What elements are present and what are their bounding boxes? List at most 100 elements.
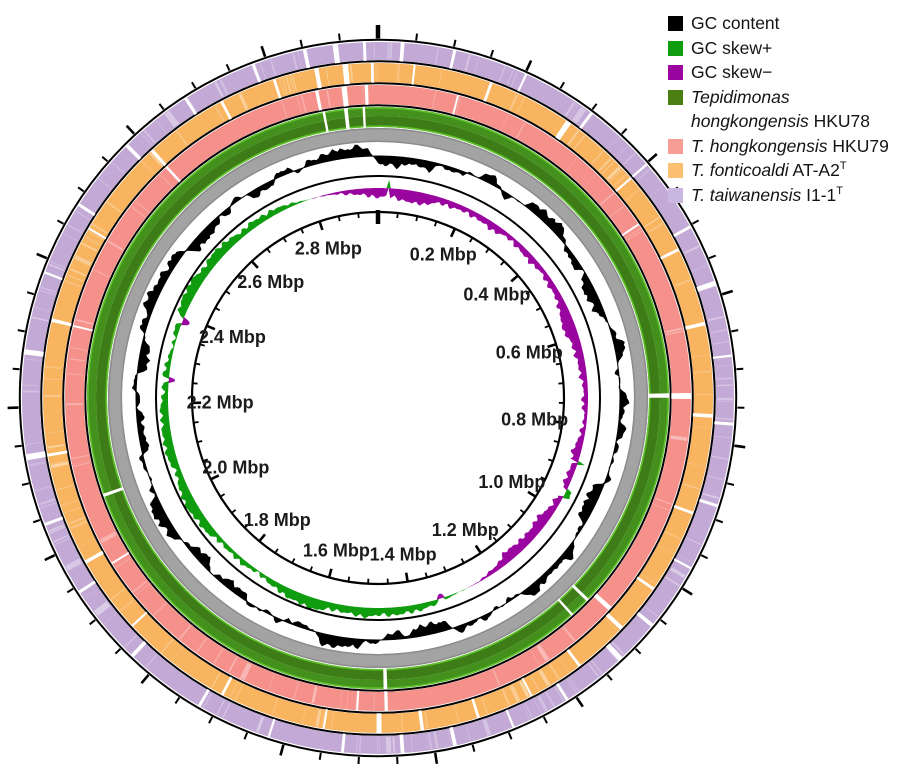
- striation: [346, 691, 349, 709]
- minor-tick: [469, 237, 474, 243]
- striation: [61, 499, 79, 507]
- striation: [132, 580, 147, 592]
- minor-tick: [507, 523, 512, 529]
- scale-label: 1.0 Mbp: [478, 472, 545, 492]
- minor-tick: [396, 212, 399, 219]
- ring-band: [22, 42, 734, 754]
- striation: [23, 384, 40, 387]
- light-patch: [74, 255, 92, 266]
- striation: [691, 264, 708, 272]
- skew-boundary-circle: [155, 175, 601, 621]
- light-patch: [670, 567, 686, 579]
- ring-gap: [362, 41, 367, 61]
- striation: [297, 52, 302, 68]
- ring-gap: [505, 709, 515, 729]
- striation: [428, 733, 433, 749]
- minor-tick: [114, 648, 122, 655]
- striation: [219, 79, 229, 95]
- striation: [78, 539, 95, 548]
- striation: [616, 145, 629, 158]
- striation: [665, 531, 681, 540]
- striation: [481, 697, 488, 714]
- striation: [702, 492, 719, 500]
- ring-gap: [571, 584, 590, 602]
- striation: [590, 150, 604, 165]
- striation: [229, 681, 239, 698]
- striation: [56, 484, 74, 491]
- light-patch: [572, 106, 587, 124]
- striation: [538, 695, 548, 711]
- hku78-bright-inner-edge: [105, 125, 651, 671]
- striation: [710, 328, 727, 334]
- striation: [69, 268, 86, 277]
- major-tick: [682, 587, 693, 596]
- minor-tick: [243, 732, 249, 740]
- striation: [202, 692, 213, 708]
- striation: [625, 189, 640, 201]
- striation: [268, 674, 275, 691]
- ring-gap: [376, 713, 382, 734]
- minor-tick: [193, 421, 199, 424]
- legend-item-fonticoaldi: T. fonticoaldi AT-A2T: [668, 158, 890, 183]
- major-tick: [318, 220, 324, 231]
- striation: [29, 461, 46, 467]
- striation: [68, 516, 85, 525]
- legend-text: GC skew+: [691, 37, 773, 58]
- striation: [81, 242, 98, 252]
- ring-separator-circle: [40, 60, 716, 736]
- hku78-outer-band: [87, 107, 669, 689]
- minor-tick: [471, 744, 476, 752]
- striation: [149, 153, 163, 167]
- striation: [355, 736, 359, 753]
- ring-gap: [165, 165, 181, 183]
- minor-tick: [26, 291, 35, 296]
- minor-tick: [692, 219, 700, 225]
- ring-gap: [340, 733, 346, 754]
- ring-gap: [78, 580, 96, 594]
- striation: [714, 435, 731, 439]
- striation: [71, 454, 89, 460]
- striation: [666, 330, 683, 336]
- striation: [655, 498, 672, 505]
- striation: [68, 358, 86, 362]
- striation: [389, 43, 393, 60]
- minor-tick: [453, 39, 457, 47]
- striation: [392, 736, 396, 753]
- ring-gap: [72, 324, 93, 332]
- striation: [278, 78, 286, 96]
- striation: [692, 354, 710, 358]
- ring-t-taiwanensis: [18, 38, 738, 758]
- striation: [39, 289, 56, 296]
- ring-gap: [197, 689, 210, 708]
- ring-gap: [267, 718, 276, 738]
- striation: [63, 233, 78, 242]
- striation: [285, 76, 292, 94]
- striation: [508, 93, 517, 110]
- minor-tick: [32, 519, 41, 524]
- major-tick: [553, 420, 563, 424]
- light-patch: [606, 166, 621, 181]
- striation: [641, 573, 656, 584]
- legend-text: GC skew−: [691, 62, 773, 82]
- striation: [707, 315, 724, 322]
- striation: [44, 411, 62, 413]
- ring-gap: [557, 598, 574, 617]
- striation: [251, 66, 259, 82]
- minor-tick: [424, 572, 428, 578]
- striation: [601, 161, 615, 174]
- minor-tick: [443, 566, 447, 572]
- striation: [563, 626, 576, 641]
- legend-swatch: [668, 163, 683, 178]
- minor-tick: [542, 716, 548, 724]
- striation: [682, 483, 700, 490]
- minor-tick: [547, 458, 554, 462]
- striation: [549, 663, 560, 680]
- minor-tick: [21, 482, 30, 486]
- major-tick: [547, 343, 557, 349]
- striation: [112, 162, 125, 174]
- striation: [565, 102, 576, 117]
- striation: [108, 240, 124, 251]
- legend-swatch: [668, 89, 683, 105]
- legend-item-taiwanensis: T. taiwanensis I1-1T: [668, 183, 890, 208]
- minor-tick: [357, 212, 360, 219]
